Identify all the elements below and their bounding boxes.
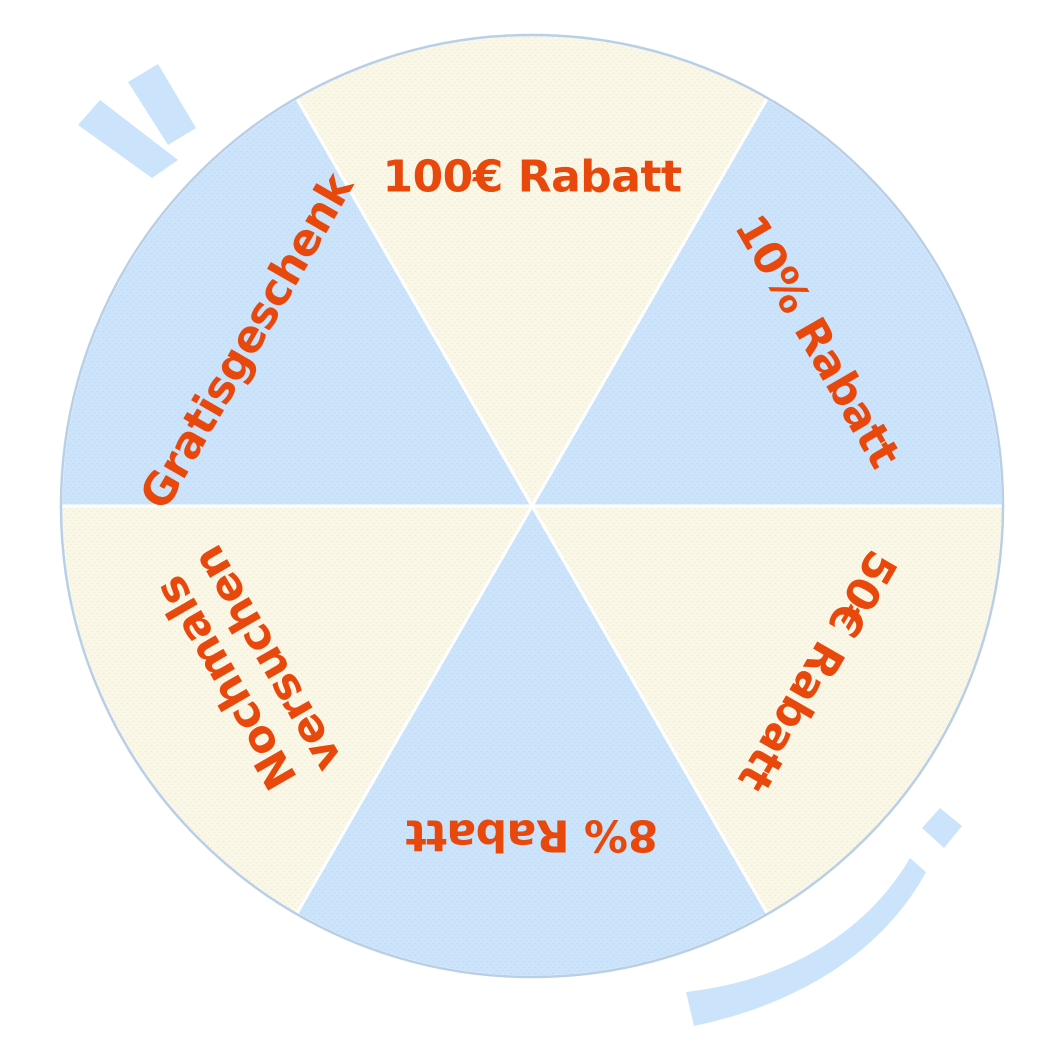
- decor-marks: [78, 64, 962, 1026]
- wheel-segment-texture: [532, 98, 1003, 506]
- wheel-rim: [59, 33, 1005, 979]
- decor-stroke-top-left-2: [128, 64, 196, 145]
- wheel-segment-texture: [296, 34, 768, 506]
- wheel-segment-label: 8% Rabatt: [405, 810, 658, 861]
- decor-stroke-top-left-1: [78, 100, 178, 178]
- decor-arc-bottom-right: [686, 858, 926, 1026]
- wheel-segment-texture: [61, 98, 532, 506]
- wheel-segment-label-line: 100€ Rabatt: [382, 151, 682, 202]
- wheel-segment-texture: [532, 506, 1003, 914]
- wheel-segment-label: 100€ Rabatt: [382, 151, 682, 202]
- wheel-segment-texture: [61, 506, 532, 914]
- wheel-segment-label-line: 8% Rabatt: [405, 810, 658, 861]
- wheel-segment-texture: [296, 506, 768, 978]
- decor-dot-bottom-right: [922, 808, 962, 848]
